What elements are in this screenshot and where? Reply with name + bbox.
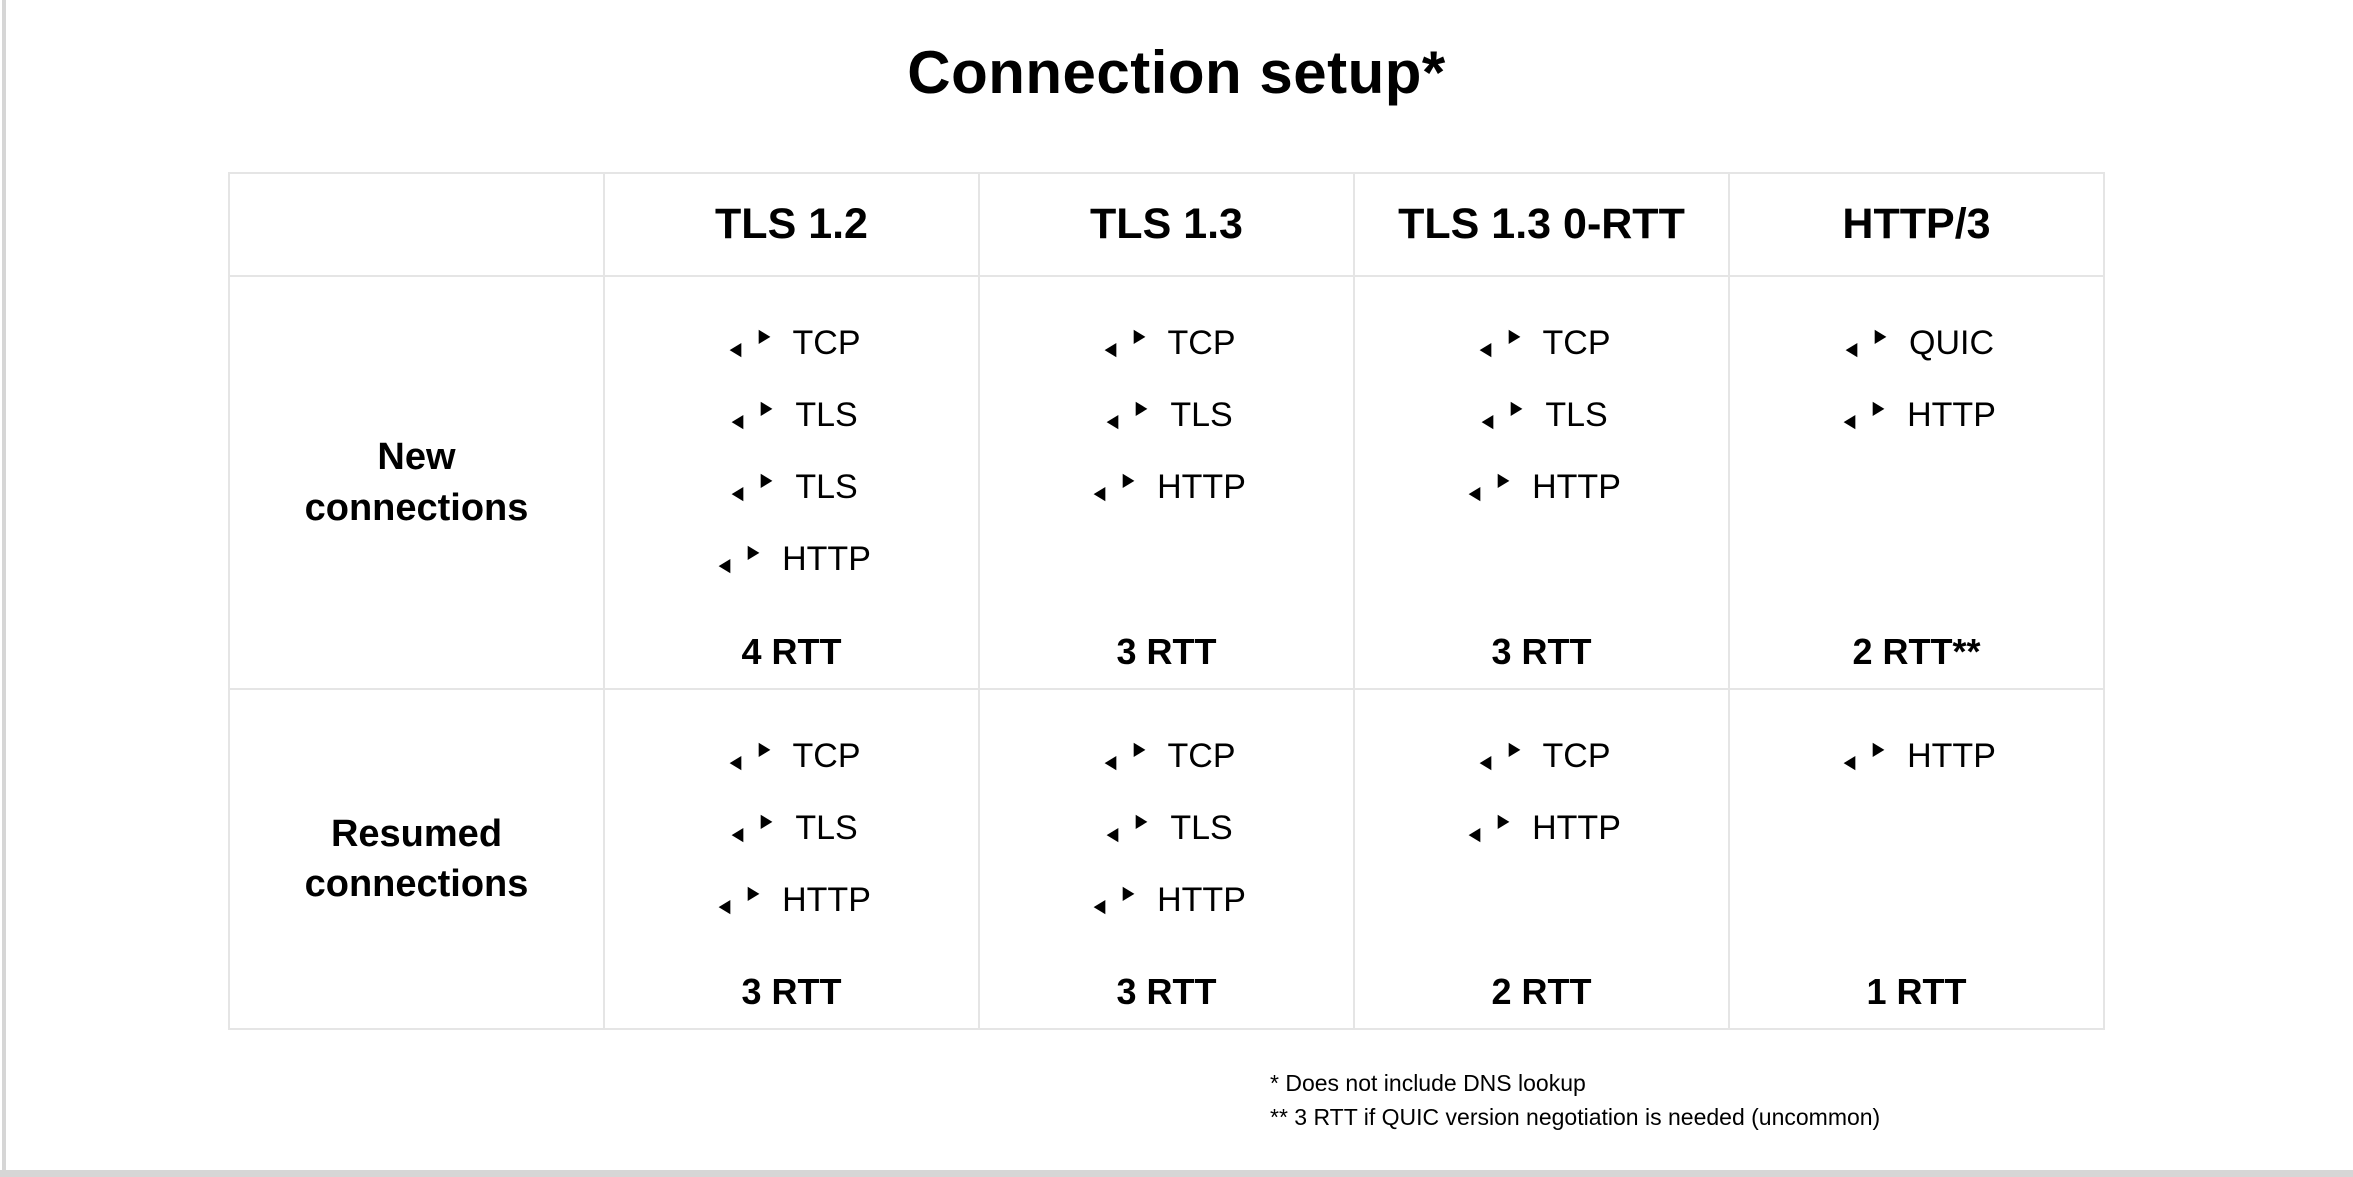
row-label-new-connections: New connections: [230, 277, 605, 690]
protocol-cell-resumed-http-3: HTTP 1 RTT: [1730, 690, 2105, 1030]
protocol-label: HTTP: [1157, 881, 1246, 919]
round-trip-step: TCP: [723, 736, 861, 776]
footnotes: * Does not include DNS lookup ** 3 RTT i…: [1270, 1066, 1880, 1134]
round-trip-step: TLS: [725, 467, 858, 507]
round-trip-arrows-icon: [1477, 742, 1522, 770]
round-trip-arrows-icon: [1105, 814, 1150, 842]
protocol-cell-resumed-tls-1-3: TCP TLS HTTP 3 RTT: [980, 690, 1355, 1030]
protocol-label: HTTP: [1907, 396, 1996, 434]
round-trip-arrows-icon: [1105, 401, 1150, 429]
canvas-left-edge: [2, 0, 6, 1177]
protocol-label: QUIC: [1909, 324, 1994, 362]
protocol-cell-new-http-3: QUIC HTTP 2 RTT**: [1730, 277, 2105, 690]
protocol-label: HTTP: [1532, 809, 1621, 847]
column-header-tls-1-2: TLS 1.2: [605, 174, 980, 277]
protocol-cell-new-tls-1-3: TCP TLS HTTP 3 RTT: [980, 277, 1355, 690]
protocol-cell-resumed-tls-1-3-0-rtt: TCP HTTP 2 RTT: [1355, 690, 1730, 1030]
round-trip-arrows-icon: [727, 329, 772, 357]
rtt-count: 3 RTT: [1116, 631, 1217, 672]
round-trip-step: TLS: [1100, 395, 1233, 435]
round-trip-step: HTTP: [1087, 467, 1246, 507]
page-title: Connection setup*: [907, 39, 1446, 106]
round-trip-step: HTTP: [1087, 880, 1246, 920]
round-trip-arrows-icon: [717, 545, 762, 573]
round-trip-arrows-icon: [1844, 329, 1888, 357]
round-trip-step: TLS: [1475, 395, 1608, 435]
protocol-label: TCP: [1542, 737, 1611, 775]
rtt-count: 2 RTT**: [1852, 631, 1981, 672]
protocol-cell-new-tls-1-3-0-rtt: TCP TLS HTTP 3 RTT: [1355, 277, 1730, 690]
protocol-label: HTTP: [782, 881, 871, 919]
round-trip-step: TCP: [1098, 736, 1236, 776]
round-trip-step: HTTP: [1837, 736, 1996, 776]
protocol-label: TCP: [792, 737, 861, 775]
protocol-label: HTTP: [1157, 468, 1246, 506]
round-trip-step: TLS: [725, 395, 858, 435]
round-trip-step: HTTP: [1837, 395, 1996, 435]
round-trip-arrows-icon: [1467, 814, 1512, 842]
round-trip-step: TCP: [1473, 736, 1611, 776]
protocol-label: HTTP: [1907, 737, 1996, 775]
protocol-label: TCP: [1167, 737, 1236, 775]
round-trip-step: TLS: [1100, 808, 1233, 848]
round-trip-arrows-icon: [1467, 473, 1512, 501]
round-trip-arrows-icon: [1477, 329, 1522, 357]
protocol-label: TCP: [792, 324, 861, 362]
round-trip-step: QUIC: [1839, 323, 1994, 363]
round-trip-arrows-icon: [727, 742, 772, 770]
row-label-text: New connections: [304, 436, 529, 529]
round-trip-step: HTTP: [1462, 808, 1621, 848]
round-trip-step: HTTP: [712, 539, 871, 579]
rtt-count: 2 RTT: [1491, 971, 1592, 1012]
round-trip-step: TCP: [1098, 323, 1236, 363]
protocol-label: HTTP: [1532, 468, 1621, 506]
round-trip-arrows-icon: [1092, 886, 1137, 914]
protocol-label: TLS: [1545, 396, 1608, 434]
column-header-http-3: HTTP/3: [1730, 174, 2105, 277]
round-trip-arrows-icon: [1480, 401, 1525, 429]
round-trip-arrows-icon: [1842, 742, 1887, 770]
protocol-label: TCP: [1167, 324, 1236, 362]
column-header-tls-1-3: TLS 1.3: [980, 174, 1355, 277]
protocol-cell-new-tls-1-2: TCP TLS TLS HTTP 4 RTT: [605, 277, 980, 690]
rtt-count: 4 RTT: [741, 631, 842, 672]
round-trip-arrows-icon: [730, 473, 775, 501]
canvas-bottom-edge: [0, 1170, 2353, 1177]
protocol-label: HTTP: [782, 540, 871, 578]
row-label-resumed-connections: Resumed connections: [230, 690, 605, 1030]
protocol-label: TLS: [1170, 396, 1233, 434]
protocol-label: TLS: [795, 396, 858, 434]
round-trip-arrows-icon: [730, 814, 775, 842]
round-trip-arrows-icon: [717, 886, 762, 914]
protocol-label: TLS: [795, 468, 858, 506]
footnote-quic-negotiation: ** 3 RTT if QUIC version negotiation is …: [1270, 1104, 1881, 1130]
round-trip-step: TCP: [723, 323, 861, 363]
footnote-dns: * Does not include DNS lookup: [1270, 1070, 1586, 1096]
table-corner-cell: [230, 174, 605, 277]
protocol-label: TLS: [795, 809, 858, 847]
round-trip-arrows-icon: [1092, 473, 1137, 501]
rtt-count: 3 RTT: [1116, 971, 1217, 1012]
round-trip-arrows-icon: [1842, 401, 1887, 429]
round-trip-arrows-icon: [1102, 329, 1147, 357]
column-header-tls-1-3-0-rtt: TLS 1.3 0-RTT: [1355, 174, 1730, 277]
round-trip-arrows-icon: [1102, 742, 1147, 770]
round-trip-arrows-icon: [730, 401, 775, 429]
rtt-count: 1 RTT: [1866, 971, 1967, 1012]
rtt-count: 3 RTT: [1491, 631, 1592, 672]
row-label-text: Resumed connections: [304, 812, 529, 905]
round-trip-step: HTTP: [1462, 467, 1621, 507]
round-trip-step: HTTP: [712, 880, 871, 920]
protocol-label: TLS: [1170, 809, 1233, 847]
protocol-cell-resumed-tls-1-2: TCP TLS HTTP 3 RTT: [605, 690, 980, 1030]
round-trip-step: TLS: [725, 808, 858, 848]
connection-setup-table: TLS 1.2 TLS 1.3 TLS 1.3 0-RTT HTTP/3 New…: [228, 172, 2105, 1030]
round-trip-step: TCP: [1473, 323, 1611, 363]
rtt-count: 3 RTT: [741, 971, 842, 1012]
protocol-label: TCP: [1542, 324, 1611, 362]
